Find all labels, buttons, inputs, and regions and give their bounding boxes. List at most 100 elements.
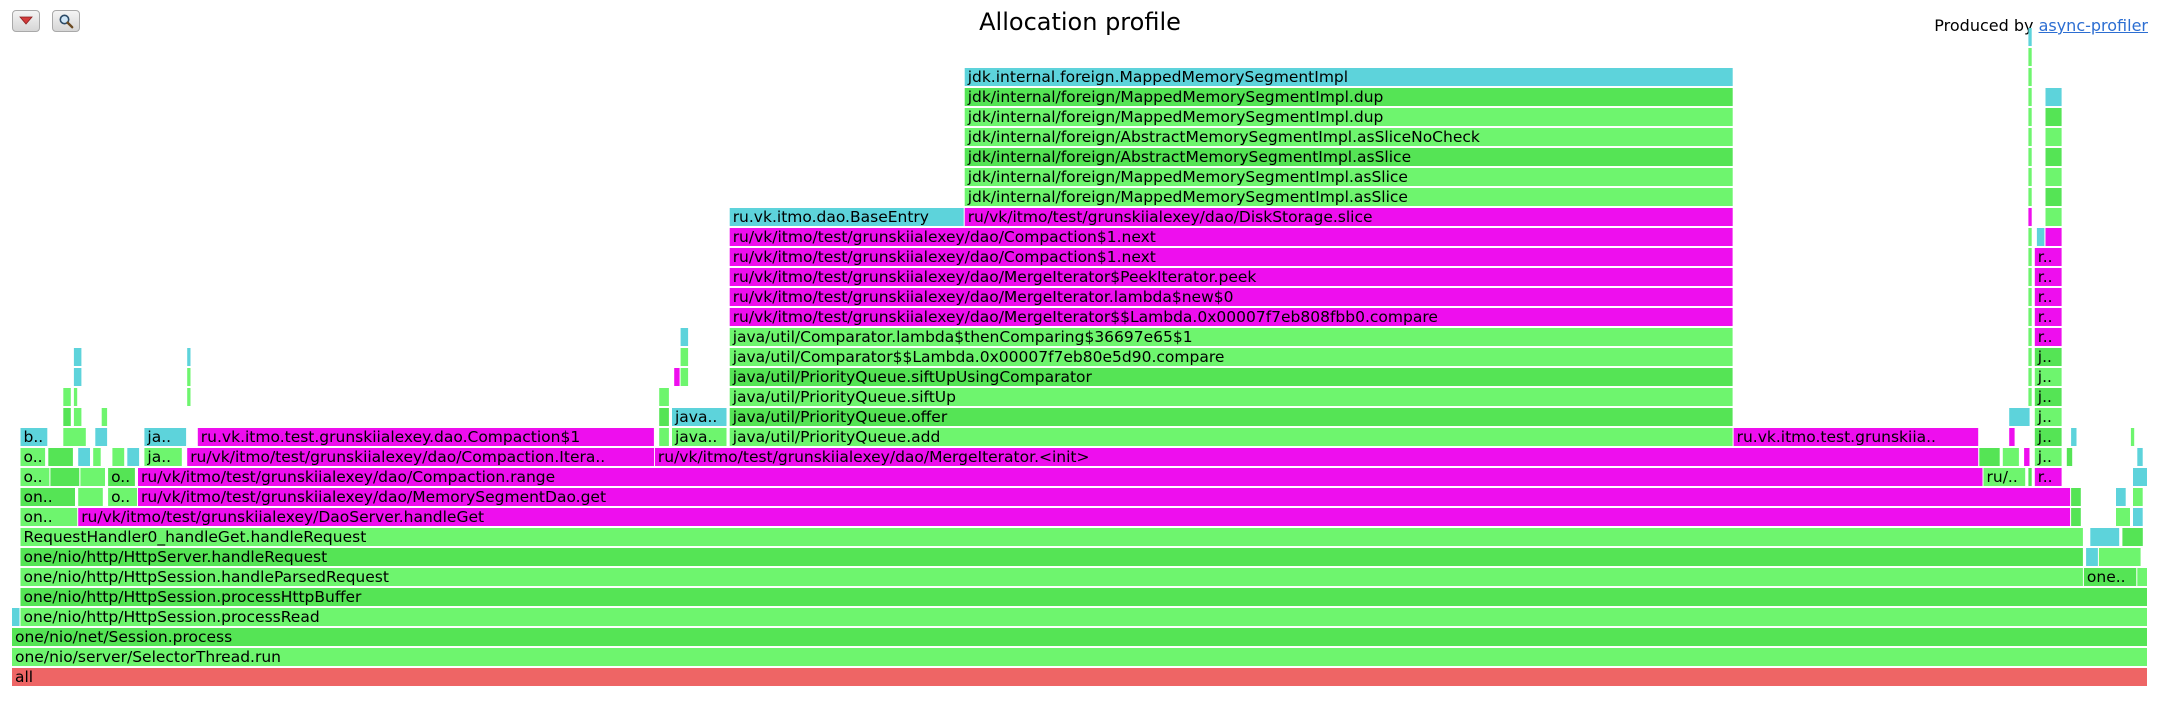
flame-frame[interactable] — [2028, 188, 2032, 206]
flame-frame[interactable]: one/nio/http/HttpServer.handleRequest — [20, 548, 2083, 566]
flame-frame[interactable]: ru.vk.itmo.test.grunskiia.. — [1733, 428, 1979, 446]
flame-frame[interactable] — [2122, 528, 2143, 546]
flame-frame-bar[interactable] — [2071, 508, 2081, 526]
flame-frame-bar[interactable] — [2028, 328, 2032, 346]
flame-frame[interactable] — [2045, 168, 2062, 186]
flame-frame-bar[interactable] — [2133, 508, 2143, 526]
flame-frame[interactable]: ru/vk/itmo/test/grunskiialexey/dao/Compa… — [729, 248, 1733, 266]
flame-frame[interactable]: one/nio/http/HttpSession.handleParsedReq… — [20, 568, 2083, 586]
flame-frame[interactable] — [2066, 448, 2073, 466]
flame-frame[interactable]: ru.vk.itmo.test.grunskiialexey.dao.Compa… — [197, 428, 654, 446]
flame-frame[interactable] — [2002, 448, 2019, 466]
flame-frame[interactable]: java/util/PriorityQueue.offer — [729, 408, 1733, 426]
flame-frame-bar[interactable] — [680, 328, 689, 346]
flame-frame-bar[interactable] — [2045, 188, 2062, 206]
flame-frame-bar[interactable] — [2028, 368, 2032, 386]
flame-frame[interactable]: r.. — [2034, 268, 2062, 286]
flame-frame-bar[interactable] — [73, 388, 78, 406]
flame-frame-bar[interactable] — [2028, 268, 2032, 286]
flame-frame-bar[interactable] — [20, 588, 2148, 606]
flame-frame[interactable] — [2028, 228, 2032, 246]
flame-frame[interactable] — [2137, 568, 2147, 586]
flame-frame-bar[interactable] — [20, 448, 46, 466]
flame-frame-bar[interactable] — [964, 148, 1733, 166]
flame-frame-bar[interactable] — [20, 488, 76, 506]
flame-frame[interactable] — [2071, 488, 2081, 506]
flame-frame[interactable]: j.. — [2034, 448, 2062, 466]
flame-frame-bar[interactable] — [2028, 68, 2032, 86]
flame-frame[interactable]: o.. — [108, 488, 137, 506]
flame-frame[interactable]: RequestHandler0_handleGet.handleRequest — [20, 528, 2083, 547]
flame-frame-bar[interactable] — [73, 408, 82, 426]
flame-frame[interactable] — [187, 388, 191, 406]
flame-frame-bar[interactable] — [729, 268, 1733, 286]
flame-frame-bar[interactable] — [2028, 168, 2032, 186]
flame-frame-bar[interactable] — [2083, 568, 2137, 586]
flame-frame[interactable] — [2028, 388, 2032, 406]
flame-frame[interactable] — [2090, 528, 2120, 546]
flame-frame-bar[interactable] — [187, 348, 191, 366]
flame-frame-bar[interactable] — [2045, 228, 2062, 246]
flame-frame-bar[interactable] — [729, 228, 1733, 246]
flame-frame[interactable] — [680, 368, 689, 386]
flame-frame-bar[interactable] — [729, 428, 1733, 446]
flame-frame-bar[interactable] — [964, 168, 1733, 186]
flame-frame-bar[interactable] — [2071, 488, 2081, 506]
flame-frame-bar[interactable] — [2045, 108, 2062, 126]
flame-frame[interactable]: java.. — [672, 428, 727, 446]
flame-frame-bar[interactable] — [2028, 128, 2032, 146]
flame-frame-bar[interactable] — [2028, 248, 2032, 266]
flame-frame-bar[interactable] — [729, 388, 1733, 406]
flame-frame[interactable] — [2133, 508, 2143, 526]
flame-frame[interactable]: ru/vk/itmo/test/grunskiialexey/dao/Merge… — [729, 288, 1733, 306]
flame-frame[interactable]: java/util/PriorityQueue.siftUpUsingCompa… — [729, 368, 1733, 386]
flame-frame-bar[interactable] — [2009, 408, 2030, 426]
flame-frame[interactable] — [73, 348, 82, 366]
flame-frame[interactable]: j.. — [2034, 388, 2062, 406]
flame-frame-bar[interactable] — [729, 248, 1733, 266]
flame-frame[interactable] — [2028, 28, 2032, 46]
flame-frame[interactable] — [2028, 348, 2032, 366]
flame-frame[interactable]: ru/vk/itmo/test/grunskiialexey/dao/Compa… — [729, 228, 1733, 246]
flame-frame-bar[interactable] — [2137, 568, 2147, 586]
flame-frame[interactable] — [2028, 68, 2032, 86]
flame-frame-bar[interactable] — [2028, 468, 2032, 486]
flame-frame[interactable] — [112, 448, 125, 466]
flame-frame-bar[interactable] — [1733, 428, 1979, 446]
flame-frame-bar[interactable] — [2024, 448, 2030, 466]
flame-frame[interactable] — [2028, 88, 2032, 106]
flame-frame[interactable]: o.. — [20, 468, 50, 486]
flame-frame[interactable] — [2028, 148, 2032, 166]
flame-frame-bar[interactable] — [729, 408, 1733, 426]
flame-frame-bar[interactable] — [1983, 468, 2026, 486]
flame-frame-bar[interactable] — [674, 368, 680, 386]
flame-frame-bar[interactable] — [729, 368, 1733, 386]
flame-frame-bar[interactable] — [108, 488, 137, 506]
flame-frame-bar[interactable] — [672, 408, 727, 426]
flame-frame[interactable]: one/nio/http/HttpSession.processRead — [20, 608, 2148, 626]
flame-frame[interactable] — [2028, 328, 2032, 346]
flame-frame-bar[interactable] — [73, 368, 82, 386]
flame-frame[interactable] — [2045, 148, 2062, 166]
flame-frame-bar[interactable] — [729, 288, 1733, 306]
flame-frame-bar[interactable] — [659, 428, 669, 446]
flame-frame[interactable]: j.. — [2034, 408, 2062, 426]
flame-frame-bar[interactable] — [2090, 528, 2120, 546]
flame-frame[interactable] — [93, 448, 101, 466]
flame-frame-bar[interactable] — [2028, 108, 2032, 126]
flame-frame-bar[interactable] — [50, 468, 80, 486]
flame-frame[interactable] — [2028, 468, 2032, 486]
flame-frame-bar[interactable] — [2028, 388, 2032, 406]
flame-frame[interactable] — [2045, 228, 2062, 246]
flame-frame[interactable] — [187, 368, 191, 386]
flame-frame[interactable] — [73, 408, 82, 426]
flame-frame-bar[interactable] — [12, 648, 2147, 666]
flame-frame[interactable] — [63, 388, 71, 406]
flame-frame-bar[interactable] — [672, 428, 727, 446]
flame-frame-bar[interactable] — [63, 388, 71, 406]
flame-frame[interactable] — [2028, 108, 2032, 126]
flame-frame-bar[interactable] — [2034, 328, 2062, 346]
flame-frame-bar[interactable] — [1979, 448, 2000, 466]
flame-frame-bar[interactable] — [2133, 468, 2147, 486]
flame-frame-bar[interactable] — [2028, 148, 2032, 166]
